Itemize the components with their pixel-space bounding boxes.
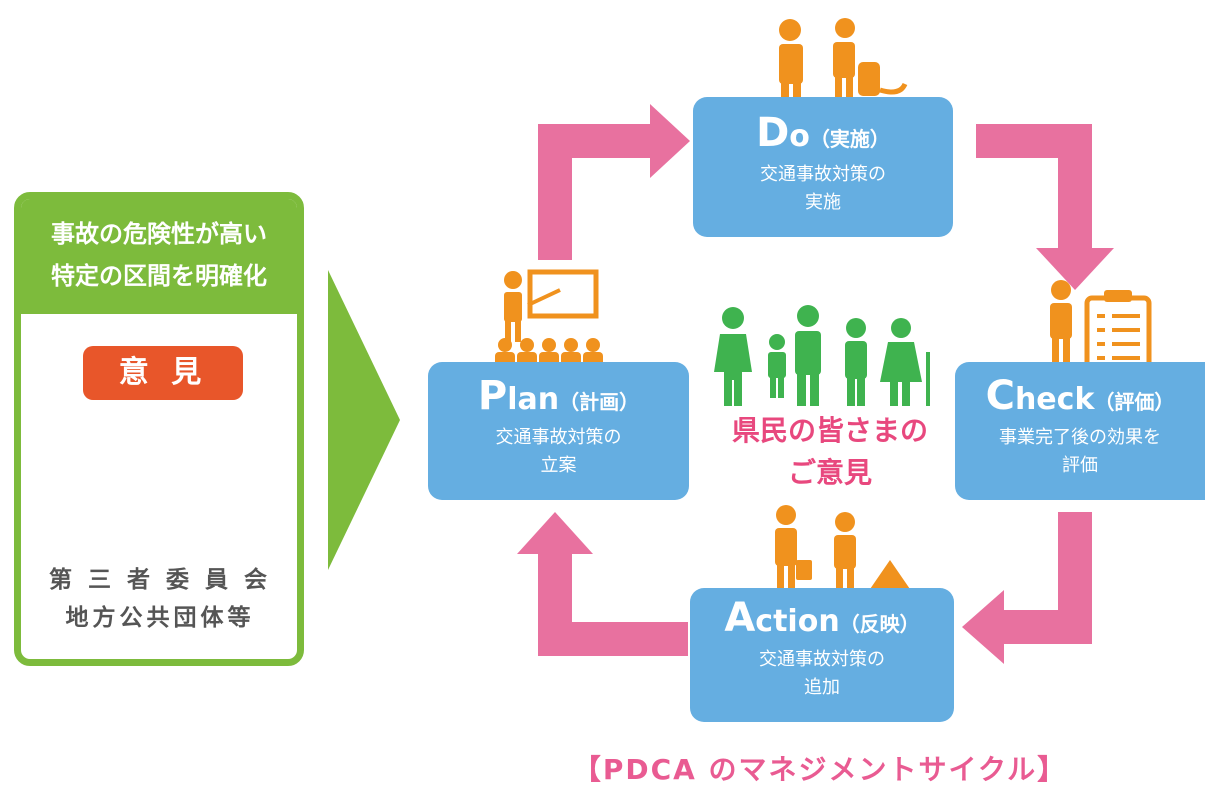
check-title: Check（評価）	[985, 373, 1175, 419]
do-box: Do（実施） 交通事故対策の 実施	[693, 97, 953, 237]
center-label: 県民の皆さまの ご意見	[700, 410, 960, 494]
arrow-plan-to-do	[538, 104, 690, 260]
plan-desc2: 立案	[540, 455, 577, 476]
arrow-do-to-check	[976, 124, 1114, 290]
family-icon	[714, 305, 930, 406]
do-desc2: 実施	[805, 192, 841, 213]
arrow-check-to-action	[962, 512, 1092, 664]
center-line2: ご意見	[787, 456, 872, 489]
panel-header-line1: 事故の危険性が高い	[51, 220, 267, 248]
panel-header: 事故の危険性が高い 特定の区間を明確化	[21, 199, 297, 314]
org-line1: 第 三 者 委 員 会	[48, 567, 272, 593]
checklist-icon	[1050, 280, 1152, 371]
action-box: Action（反映） 交通事故対策の 追加	[690, 588, 954, 722]
panel-header-line2: 特定の区間を明確化	[51, 262, 267, 290]
plan-box: Plan（計画） 交通事故対策の 立案	[428, 362, 689, 500]
presenter-icon	[495, 269, 603, 366]
action-desc2: 追加	[804, 677, 840, 698]
org-line2: 地方公共団体等	[65, 605, 255, 631]
action-title: Action（反映）	[724, 595, 920, 641]
center-line1: 県民の皆さまの	[731, 414, 928, 447]
plan-title: Plan（計画）	[477, 373, 640, 419]
green-arrow	[328, 270, 400, 570]
action-desc1: 交通事故対策の	[759, 649, 885, 670]
cycle-caption: 【PDCA のマネジメントサイクル】	[572, 753, 1068, 786]
check-desc1: 事業完了後の効果を	[999, 427, 1161, 448]
do-title: Do（実施）	[756, 110, 890, 156]
do-desc1: 交通事故対策の	[760, 164, 886, 185]
check-box: Check（評価） 事業完了後の効果を 評価	[955, 362, 1205, 500]
arrow-action-to-plan	[517, 512, 688, 656]
opinion-badge: 意 見	[83, 346, 243, 400]
left-panel: 事故の危険性が高い 特定の区間を明確化	[14, 192, 304, 666]
plan-desc1: 交通事故対策の	[495, 427, 622, 448]
check-desc2: 評価	[1062, 455, 1098, 476]
construction-workers-icon	[775, 505, 912, 595]
